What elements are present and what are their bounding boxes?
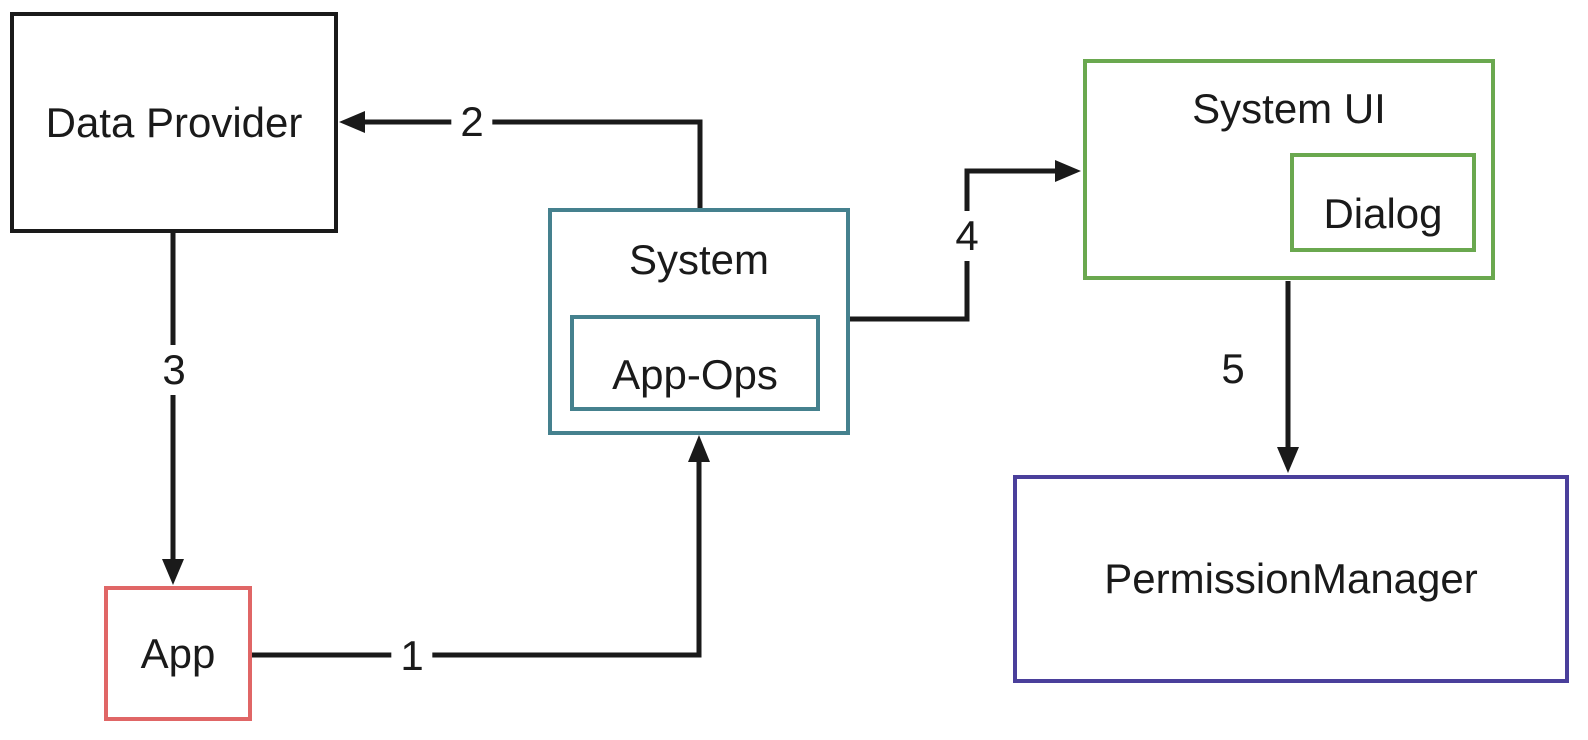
node-system: System App-Ops (548, 208, 850, 435)
node-data-provider-label: Data Provider (45, 98, 303, 146)
node-data-provider: Data Provider (10, 12, 338, 233)
arrow-2-line (352, 119, 703, 208)
edge-label-3: 3 (153, 345, 195, 395)
arrow-5-system-ui-to-permission-manager (1277, 281, 1299, 473)
arrow-5-head-icon (1277, 447, 1299, 473)
node-dialog: Dialog (1290, 153, 1476, 252)
edge-label-4: 4 (946, 211, 988, 261)
node-app: App (104, 586, 252, 721)
arrow-1-head-icon (688, 435, 710, 462)
edge-label-5: 5 (1212, 344, 1254, 394)
edge-label-2: 2 (451, 97, 493, 147)
node-system-label: System (628, 236, 770, 283)
node-dialog-label: Dialog (1323, 189, 1443, 237)
arrow-3-data-provider-to-app (162, 232, 184, 585)
arrow-2-head-icon (339, 111, 365, 133)
node-system-ui-label: System UI (1192, 85, 1386, 132)
node-app-ops-label: App-Ops (612, 351, 778, 398)
arrow-1-app-to-system (252, 435, 710, 658)
node-app-ops: App-Ops (570, 315, 820, 411)
node-system-ui: System UI Dialog (1083, 59, 1495, 280)
edge-label-1: 1 (391, 631, 433, 681)
arrow-2-system-to-data-provider (339, 111, 703, 208)
arrow-3-head-icon (162, 559, 184, 585)
arrow-1-line (252, 442, 702, 658)
node-permission-manager-label: PermissionManager (1104, 555, 1478, 602)
node-permission-manager: PermissionManager (1013, 475, 1569, 683)
arrow-4-head-icon (1055, 160, 1081, 182)
node-app-label: App (140, 629, 216, 677)
